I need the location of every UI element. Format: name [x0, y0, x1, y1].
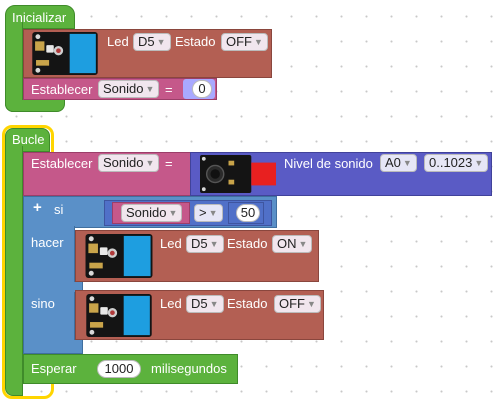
hacer-label: hacer [31, 235, 64, 250]
number-input[interactable]: 0 [192, 80, 212, 98]
compare-value-input[interactable]: 50 [236, 204, 260, 222]
chevron-down-icon: ▼ [145, 84, 155, 94]
delay-input[interactable]: 1000 [97, 360, 141, 378]
chevron-down-icon: ▼ [402, 158, 412, 168]
esperar-label: Esperar [31, 361, 77, 376]
sino-label: sino [31, 296, 55, 311]
range-dropdown[interactable]: 0..1023▼ [424, 154, 489, 172]
estado-label: Estado [227, 296, 268, 311]
if-else-mid-bar[interactable] [23, 282, 83, 292]
led-module-image [30, 32, 100, 75]
if-else-bottom-bar[interactable] [23, 340, 83, 354]
state-dropdown[interactable]: OFF▼ [274, 295, 321, 313]
led-label: Led [160, 296, 182, 311]
analog-pin-dropdown[interactable]: A0▼ [380, 154, 417, 172]
pin-dropdown[interactable]: D5▼ [186, 235, 224, 253]
chevron-down-icon: ▼ [307, 299, 316, 309]
establecer-label: Establecer [31, 82, 93, 97]
chevron-down-icon: ▼ [209, 239, 219, 249]
chevron-down-icon: ▼ [208, 208, 218, 218]
chevron-down-icon: ▼ [254, 37, 263, 47]
state-dropdown[interactable]: ON▼ [272, 235, 313, 253]
operator-dropdown[interactable]: >▼ [194, 204, 223, 222]
state-dropdown[interactable]: OFF▼ [221, 33, 268, 51]
led-label: Led [160, 236, 182, 251]
estado-label: Estado [175, 34, 216, 49]
led-module-image [84, 294, 154, 337]
bucle-title: Bucle [12, 132, 45, 147]
inicializar-title: Inicializar [12, 10, 67, 25]
equals-label: = [165, 156, 173, 171]
pin-dropdown[interactable]: D5▼ [186, 295, 224, 313]
variable-dropdown[interactable]: Sonido▼ [98, 154, 160, 172]
sound-level-label: Nivel de sonido [284, 156, 373, 171]
inicializar-bottom-bar[interactable] [5, 100, 65, 112]
variable-dropdown[interactable]: Sonido▼ [98, 80, 160, 98]
establecer-label: Establecer [31, 156, 93, 171]
equals-label: = [165, 82, 173, 97]
led-module-image [84, 234, 154, 278]
chevron-down-icon: ▼ [145, 158, 155, 168]
inicializar-body-frame[interactable] [5, 22, 23, 112]
sound-sensor-image [198, 155, 278, 193]
chevron-down-icon: ▼ [156, 37, 166, 47]
mutator-plus-icon[interactable]: + [33, 199, 42, 216]
si-label: si [54, 202, 64, 217]
bucle-body-frame[interactable] [5, 146, 23, 396]
led-label: Led [107, 34, 129, 49]
chevron-down-icon: ▼ [209, 299, 219, 309]
chevron-down-icon: ▼ [298, 239, 308, 249]
chevron-down-icon: ▼ [474, 158, 484, 168]
pin-dropdown[interactable]: D5▼ [133, 33, 171, 51]
chevron-down-icon: ▼ [168, 208, 178, 218]
variable-dropdown[interactable]: Sonido▼ [121, 204, 183, 222]
milisegundos-label: milisegundos [151, 361, 227, 376]
estado-label: Estado [227, 236, 268, 251]
